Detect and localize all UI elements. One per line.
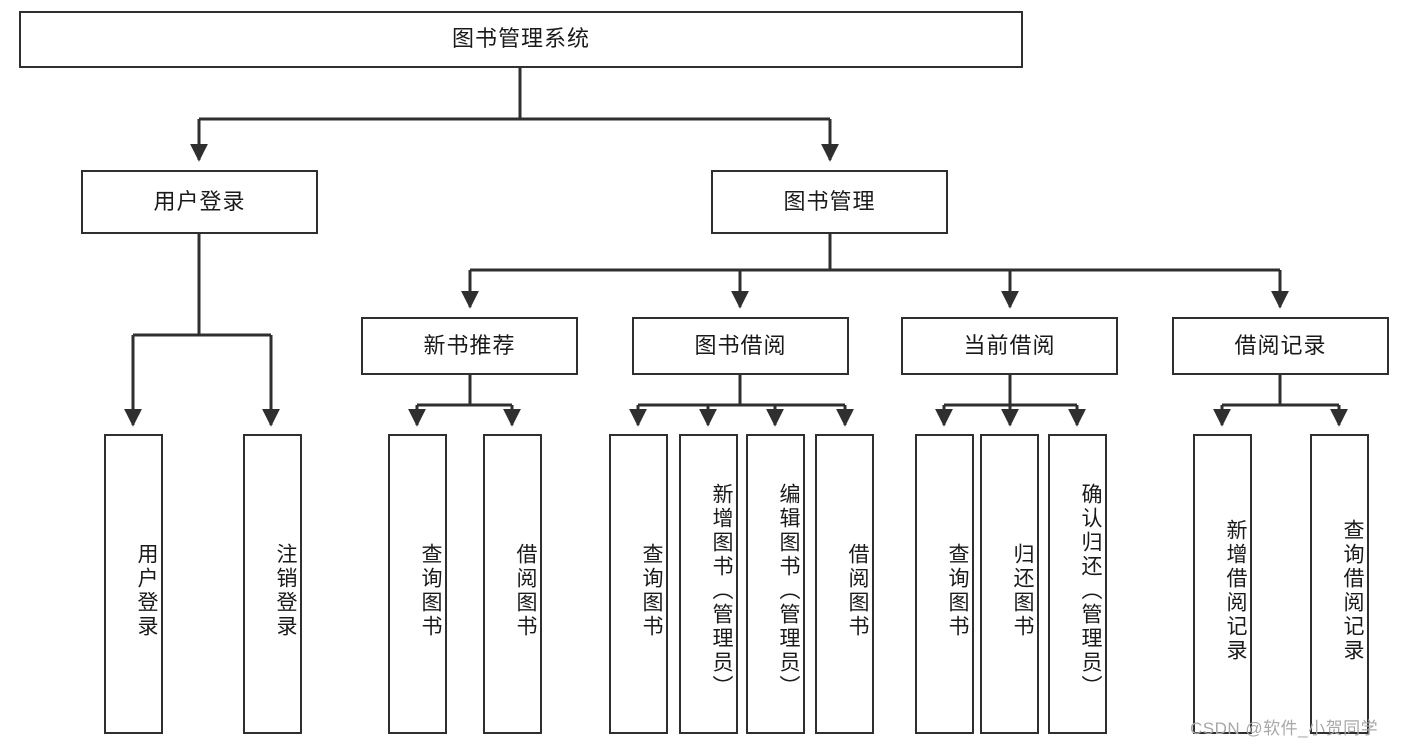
node-leaf-add-book-label: 新增图书（管理员）	[710, 483, 733, 699]
node-book-manage[interactable]: 图书管理	[711, 170, 948, 234]
node-leaf-logout-login-label: 注销登录	[274, 543, 297, 639]
node-leaf-query-book-2[interactable]: 查询图书	[609, 434, 668, 734]
node-leaf-borrow-book-2-label: 借阅图书	[846, 543, 869, 639]
node-leaf-logout-login[interactable]: 注销登录	[243, 434, 302, 734]
node-leaf-query-book-1-label: 查询图书	[419, 543, 442, 639]
node-leaf-query-record[interactable]: 查询借阅记录	[1310, 434, 1369, 734]
node-leaf-edit-book[interactable]: 编辑图书（管理员）	[746, 434, 805, 734]
node-user-login-label: 用户登录	[153, 188, 246, 214]
node-leaf-borrow-book-1-label: 借阅图书	[514, 543, 537, 639]
node-leaf-confirm-return-label: 确认归还（管理员）	[1079, 483, 1102, 699]
node-current-borrow-label: 当前借阅	[963, 332, 1056, 358]
node-new-book-recommend[interactable]: 新书推荐	[361, 317, 578, 375]
node-leaf-confirm-return[interactable]: 确认归还（管理员）	[1048, 434, 1107, 734]
node-book-manage-label: 图书管理	[783, 188, 876, 214]
node-leaf-add-record[interactable]: 新增借阅记录	[1193, 434, 1252, 734]
node-leaf-query-book-2-label: 查询图书	[640, 543, 663, 639]
node-leaf-user-login[interactable]: 用户登录	[104, 434, 163, 734]
node-root-label: 图书管理系统	[451, 26, 590, 52]
node-leaf-return-book-label: 归还图书	[1011, 543, 1034, 639]
node-leaf-query-book-3-label: 查询图书	[946, 543, 969, 639]
node-borrow-record-label: 借阅记录	[1234, 332, 1327, 358]
node-leaf-borrow-book-1[interactable]: 借阅图书	[483, 434, 542, 734]
node-leaf-query-book-1[interactable]: 查询图书	[388, 434, 447, 734]
node-root[interactable]: 图书管理系统	[19, 11, 1023, 68]
node-leaf-query-book-3[interactable]: 查询图书	[915, 434, 974, 734]
node-book-borrow-label: 图书借阅	[694, 332, 787, 358]
node-user-login[interactable]: 用户登录	[81, 170, 318, 234]
node-borrow-record[interactable]: 借阅记录	[1172, 317, 1389, 375]
csdn-watermark: CSDN @软件_小贺同学	[1190, 719, 1379, 738]
node-leaf-borrow-book-2[interactable]: 借阅图书	[815, 434, 874, 734]
node-leaf-add-record-label: 新增借阅记录	[1224, 519, 1247, 663]
node-new-book-recommend-label: 新书推荐	[423, 332, 516, 358]
node-leaf-edit-book-label: 编辑图书（管理员）	[777, 483, 800, 699]
node-leaf-add-book[interactable]: 新增图书（管理员）	[679, 434, 738, 734]
node-leaf-query-record-label: 查询借阅记录	[1341, 519, 1364, 663]
node-leaf-return-book[interactable]: 归还图书	[980, 434, 1039, 734]
node-leaf-user-login-label: 用户登录	[135, 543, 158, 639]
node-current-borrow[interactable]: 当前借阅	[901, 317, 1118, 375]
node-book-borrow[interactable]: 图书借阅	[632, 317, 849, 375]
